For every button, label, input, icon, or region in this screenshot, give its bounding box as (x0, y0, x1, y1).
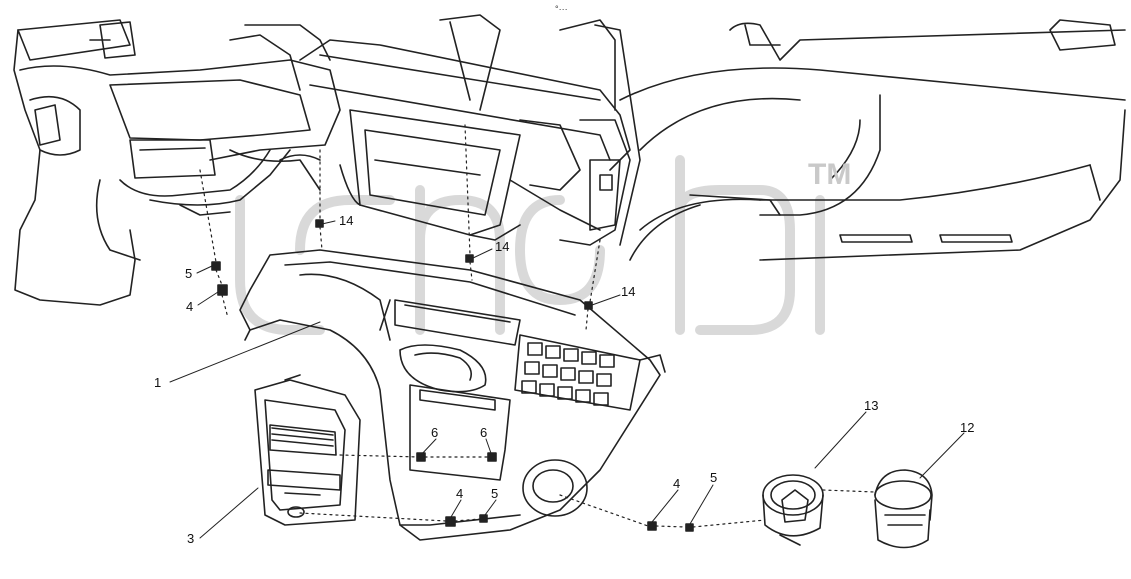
cup-holder-cap (874, 469, 933, 549)
callout-6-right: 6 (480, 425, 488, 440)
right-body-panel (619, 19, 1126, 261)
assembly-lines (199, 124, 876, 528)
callout-4-right: 4 (673, 476, 681, 491)
round-cover (522, 459, 588, 517)
callout-5-center: 5 (491, 486, 499, 501)
callout-13: 13 (864, 398, 879, 413)
callout-5-left: 5 (185, 266, 193, 281)
lower-instrument-panel (239, 249, 666, 541)
storage-bin (254, 374, 361, 526)
callout-1: 1 (154, 375, 162, 390)
callout-6-left: 6 (431, 425, 439, 440)
watermark-shapes (235, 155, 825, 335)
leader-lines (169, 220, 965, 539)
callout-3: 3 (187, 531, 195, 546)
cup-holder-ring (762, 474, 824, 546)
fasteners (211, 219, 694, 532)
switch-grid (521, 342, 615, 406)
callout-14-right: 14 (621, 284, 636, 299)
callout-12: 12 (960, 420, 975, 435)
center-crossmember (299, 14, 641, 246)
callout-14-left: 14 (339, 213, 354, 228)
callout-14-center: 14 (495, 239, 510, 254)
callout-4-center: 4 (456, 486, 464, 501)
dashboard-frame-left (13, 19, 341, 306)
callout-4-left: 4 (186, 299, 194, 314)
top-mark: °··· (555, 4, 568, 14)
callout-5-right: 5 (710, 470, 718, 485)
watermark-trademark: TM (808, 158, 852, 191)
